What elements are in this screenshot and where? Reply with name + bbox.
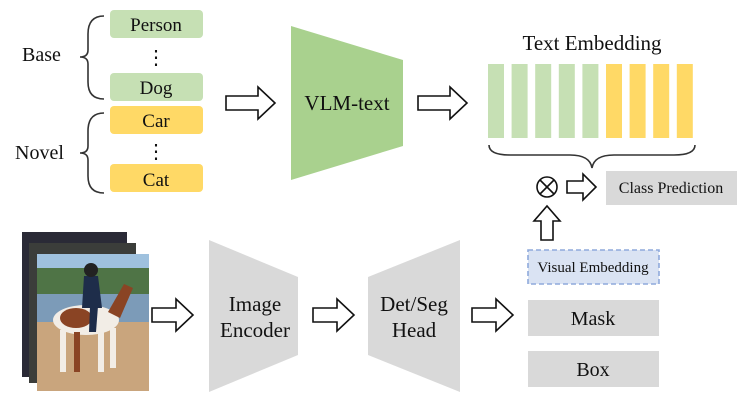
class-prediction-label: Class Prediction [619,180,723,197]
horse-leg-1 [60,330,66,372]
visual-embedding-box [527,249,660,285]
text-embedding-bar-yellow [629,64,646,138]
category-box-car [110,106,203,134]
text-embedding-bar-green [558,64,575,138]
novel-ellipsis: ⋮ [146,141,166,163]
category-box-person [110,10,203,38]
image-encoder-label-line2: Encoder [220,318,290,342]
mask-box [528,300,659,336]
rider-leg [89,306,98,332]
hollow-right-arrow-icon [225,85,277,121]
horse-patch [60,308,92,328]
class-prediction-box [606,171,737,205]
category-label-person: Person [130,15,182,36]
text-embedding-bar-yellow [606,64,622,138]
category-box-dog [110,73,203,101]
photo-front-sky [37,254,149,268]
circled-times-stroke-b [539,179,555,195]
det-seg-head-label-line2: Head [392,318,437,342]
text-embedding-bar-green [511,64,528,138]
hollow-right-arrow-icon [471,297,515,333]
image-encoder-label-line1: Image [229,292,281,316]
rider-body [82,276,102,308]
rider-head [84,263,98,277]
category-box-cat [110,164,203,192]
text-embedding-bars [488,64,693,138]
hollow-right-arrow-icon [151,297,195,333]
novel-brace [79,112,105,194]
text-embedding-bar-yellow [676,64,693,138]
horse-neck [108,284,133,318]
novel-label: Novel [15,142,64,164]
box-output-label: Box [576,359,609,381]
visual-embedding-label: Visual Embedding [537,260,649,276]
horse-leg-4 [110,328,116,368]
det-seg-head-module [368,240,460,392]
category-label-cat: Cat [143,170,170,191]
base-label: Base [22,44,61,66]
base-brace [79,15,105,100]
horse-rider-photo-stack-icon [22,232,149,391]
horse-leg-2 [74,332,80,372]
vlm-text-module [291,26,403,180]
hollow-right-arrow-icon [566,172,598,202]
embedding-brace [488,144,696,169]
image-encoder-module [209,240,298,392]
hollow-right-arrow-icon [417,85,469,121]
base-ellipsis: ⋮ [146,47,166,69]
hollow-up-arrow-icon [532,204,562,241]
vlm-text-label: VLM-text [304,91,389,115]
horse-leg-3 [98,330,104,372]
box-output-box [528,351,659,387]
det-seg-head-label-line1: Det/Seg [380,292,448,316]
text-embedding-bar-green [488,64,504,138]
hollow-right-arrow-icon [312,297,356,333]
text-embedding-title: Text Embedding [522,31,662,55]
text-embedding-bar-yellow [653,64,670,138]
category-label-dog: Dog [140,78,173,99]
category-label-car: Car [142,111,170,132]
text-embedding-bar-green [582,64,599,138]
text-embedding-bar-green [535,64,552,138]
mask-label: Mask [571,308,615,330]
